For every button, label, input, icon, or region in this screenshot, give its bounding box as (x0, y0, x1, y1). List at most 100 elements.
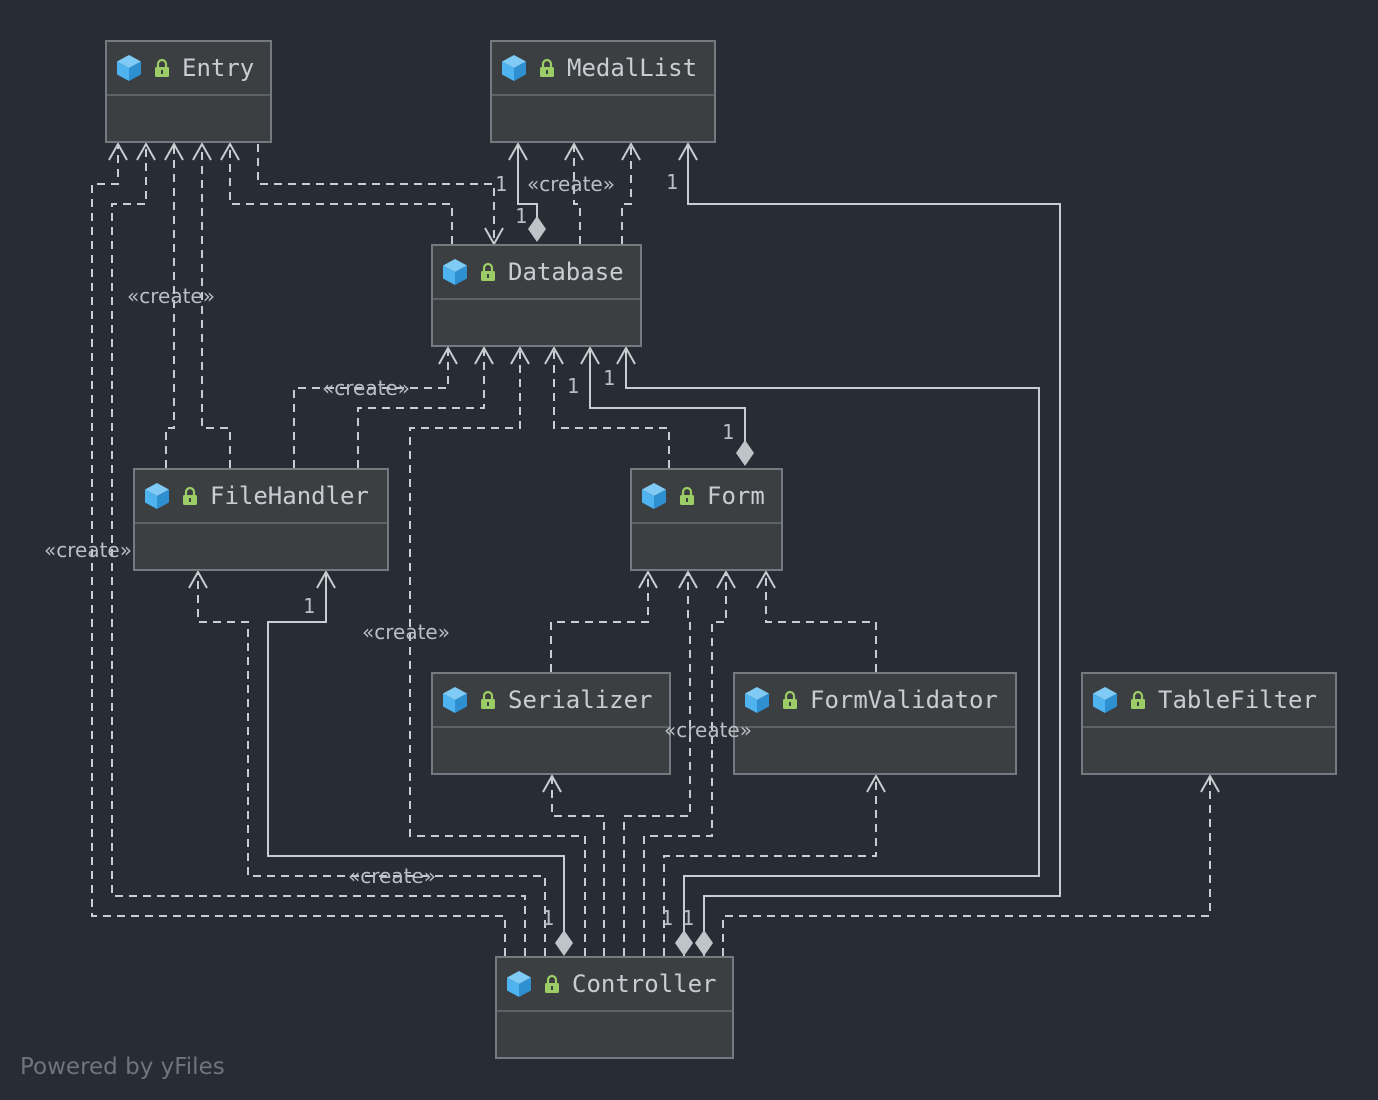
class-entry[interactable]: Entry (105, 40, 272, 143)
class-form[interactable]: Form (630, 468, 783, 571)
multiplicity-label: 1 (542, 906, 555, 930)
class-tablefilter[interactable]: TableFilter (1081, 672, 1337, 775)
arrow-head (716, 569, 736, 589)
composition-diamond (675, 930, 693, 956)
lock-icon (679, 486, 695, 506)
class-database[interactable]: Database (431, 244, 642, 347)
class-medallist[interactable]: MedalList (490, 40, 716, 143)
dependency-edge (551, 776, 605, 956)
arrow-head (474, 345, 494, 365)
arrow-head (542, 773, 562, 793)
multiplicity-label: 1 (603, 366, 616, 390)
class-icon (641, 482, 667, 510)
create-label: «create» (44, 538, 132, 562)
create-label: «create» (322, 376, 410, 400)
class-medallist-name: MedalList (567, 54, 698, 82)
class-serializer-header: Serializer (433, 674, 669, 728)
dependency-edge (165, 144, 175, 468)
class-icon (501, 54, 527, 82)
lock-icon (544, 974, 560, 994)
dependency-edge (553, 348, 670, 468)
dependency-edge (550, 572, 649, 672)
class-filehandler[interactable]: FileHandler (133, 468, 389, 571)
class-formvalidator-header: FormValidator (735, 674, 1015, 728)
create-label: «create» (127, 284, 215, 308)
arrow-head (564, 141, 584, 161)
association-edge (625, 348, 1040, 956)
class-formvalidator[interactable]: FormValidator (733, 672, 1017, 775)
composition-diamond (528, 216, 546, 242)
dependency-edge (111, 144, 526, 956)
lock-icon (182, 486, 198, 506)
dependency-edge (623, 572, 691, 956)
class-formvalidator-name: FormValidator (810, 686, 998, 714)
arrow-head (580, 345, 600, 365)
composition-diamond (695, 930, 713, 956)
class-form-name: Form (707, 482, 765, 510)
dependency-edge (722, 776, 1211, 956)
class-controller-header: Controller (497, 958, 732, 1012)
arrow-head (192, 141, 212, 161)
class-controller-name: Controller (572, 970, 717, 998)
create-label: «create» (348, 864, 436, 888)
arrow-head (188, 569, 208, 589)
class-database-name: Database (508, 258, 624, 286)
lock-icon (539, 58, 555, 78)
class-filehandler-header: FileHandler (135, 470, 387, 524)
class-tablefilter-name: TableFilter (1158, 686, 1317, 714)
arrow-head (678, 569, 698, 589)
association-edge (267, 572, 565, 932)
lock-icon (1130, 690, 1146, 710)
multiplicity-label: 1 (661, 906, 674, 930)
dependency-edge (663, 776, 877, 956)
association-edge (687, 144, 1061, 956)
dependency-edge (229, 144, 453, 244)
dependency-edge (573, 144, 581, 244)
composition-diamond (736, 440, 754, 466)
arrow-head (621, 141, 641, 161)
class-database-header: Database (433, 246, 640, 300)
dependency-edge (765, 572, 877, 672)
arrow-head (756, 569, 776, 589)
dependency-edge (197, 572, 546, 956)
composition-diamond (555, 930, 573, 956)
class-tablefilter-header: TableFilter (1083, 674, 1335, 728)
class-serializer[interactable]: Serializer (431, 672, 671, 775)
multiplicity-label: 1 (666, 170, 679, 194)
class-icon (506, 970, 532, 998)
class-icon (1092, 686, 1118, 714)
create-label: «create» (664, 718, 752, 742)
arrow-head (438, 345, 458, 365)
multiplicity-label: 1 (303, 594, 316, 618)
arrow-head (510, 345, 530, 365)
lock-icon (782, 690, 798, 710)
class-icon (144, 482, 170, 510)
class-icon (744, 686, 770, 714)
arrow-head (678, 141, 698, 161)
arrow-head (316, 569, 336, 589)
class-icon (116, 54, 142, 82)
multiplicity-label: 1 (495, 172, 508, 196)
dependency-edge (357, 348, 485, 468)
lock-icon (154, 58, 170, 78)
arrow-head (1200, 773, 1220, 793)
multiplicity-label: 1 (682, 906, 695, 930)
dependency-edge (409, 348, 586, 956)
lock-icon (480, 262, 496, 282)
multiplicity-label: 1 (722, 420, 735, 444)
class-serializer-name: Serializer (508, 686, 653, 714)
class-entry-header: Entry (107, 42, 270, 96)
lock-icon (480, 690, 496, 710)
class-controller[interactable]: Controller (495, 956, 734, 1059)
arrow-head (220, 141, 240, 161)
arrow-head (108, 141, 128, 161)
dependency-edge (91, 144, 506, 956)
arrow-head (616, 345, 636, 365)
create-label: «create» (527, 172, 615, 196)
dependency-edge (201, 144, 231, 468)
class-icon (442, 686, 468, 714)
class-form-header: Form (632, 470, 781, 524)
class-medallist-header: MedalList (492, 42, 714, 96)
